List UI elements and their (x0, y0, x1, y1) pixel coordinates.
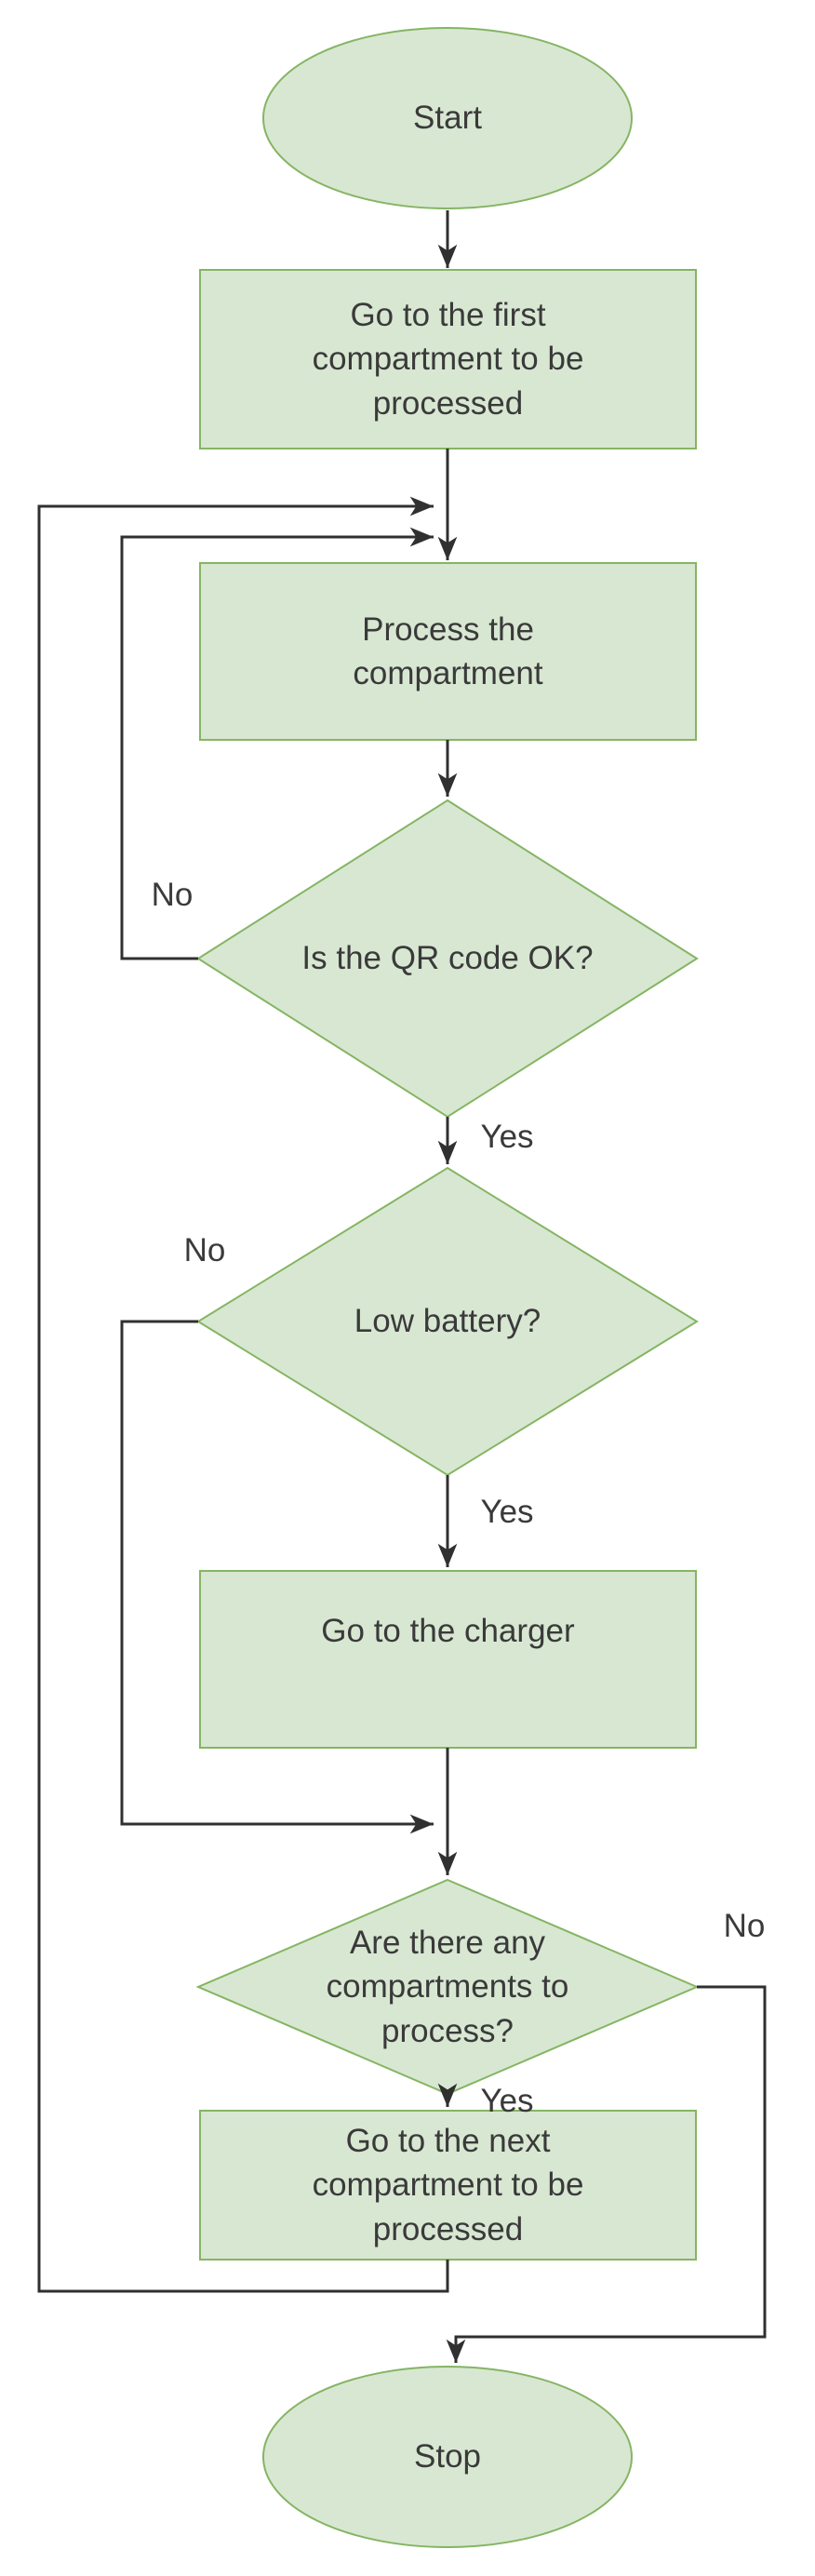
node-charger-shape (199, 1570, 697, 1749)
node-low-battery-shape (196, 1166, 699, 1477)
node-stop-shape (262, 2366, 633, 2548)
node-go-first-shape (199, 269, 697, 449)
node-process-shape (199, 562, 697, 741)
edge-battery-no-to-any-left (120, 1320, 434, 1834)
edge-qr-no-loop-to-process (120, 527, 434, 960)
node-any-left-shape (195, 1878, 700, 2096)
node-go-next-shape (199, 2110, 697, 2261)
edge-any-no-to-stop (446, 1985, 767, 2363)
node-qr-ok-shape (196, 798, 699, 1119)
edge-go-next-loop-to-process (37, 496, 449, 2293)
node-start-shape (262, 27, 633, 209)
